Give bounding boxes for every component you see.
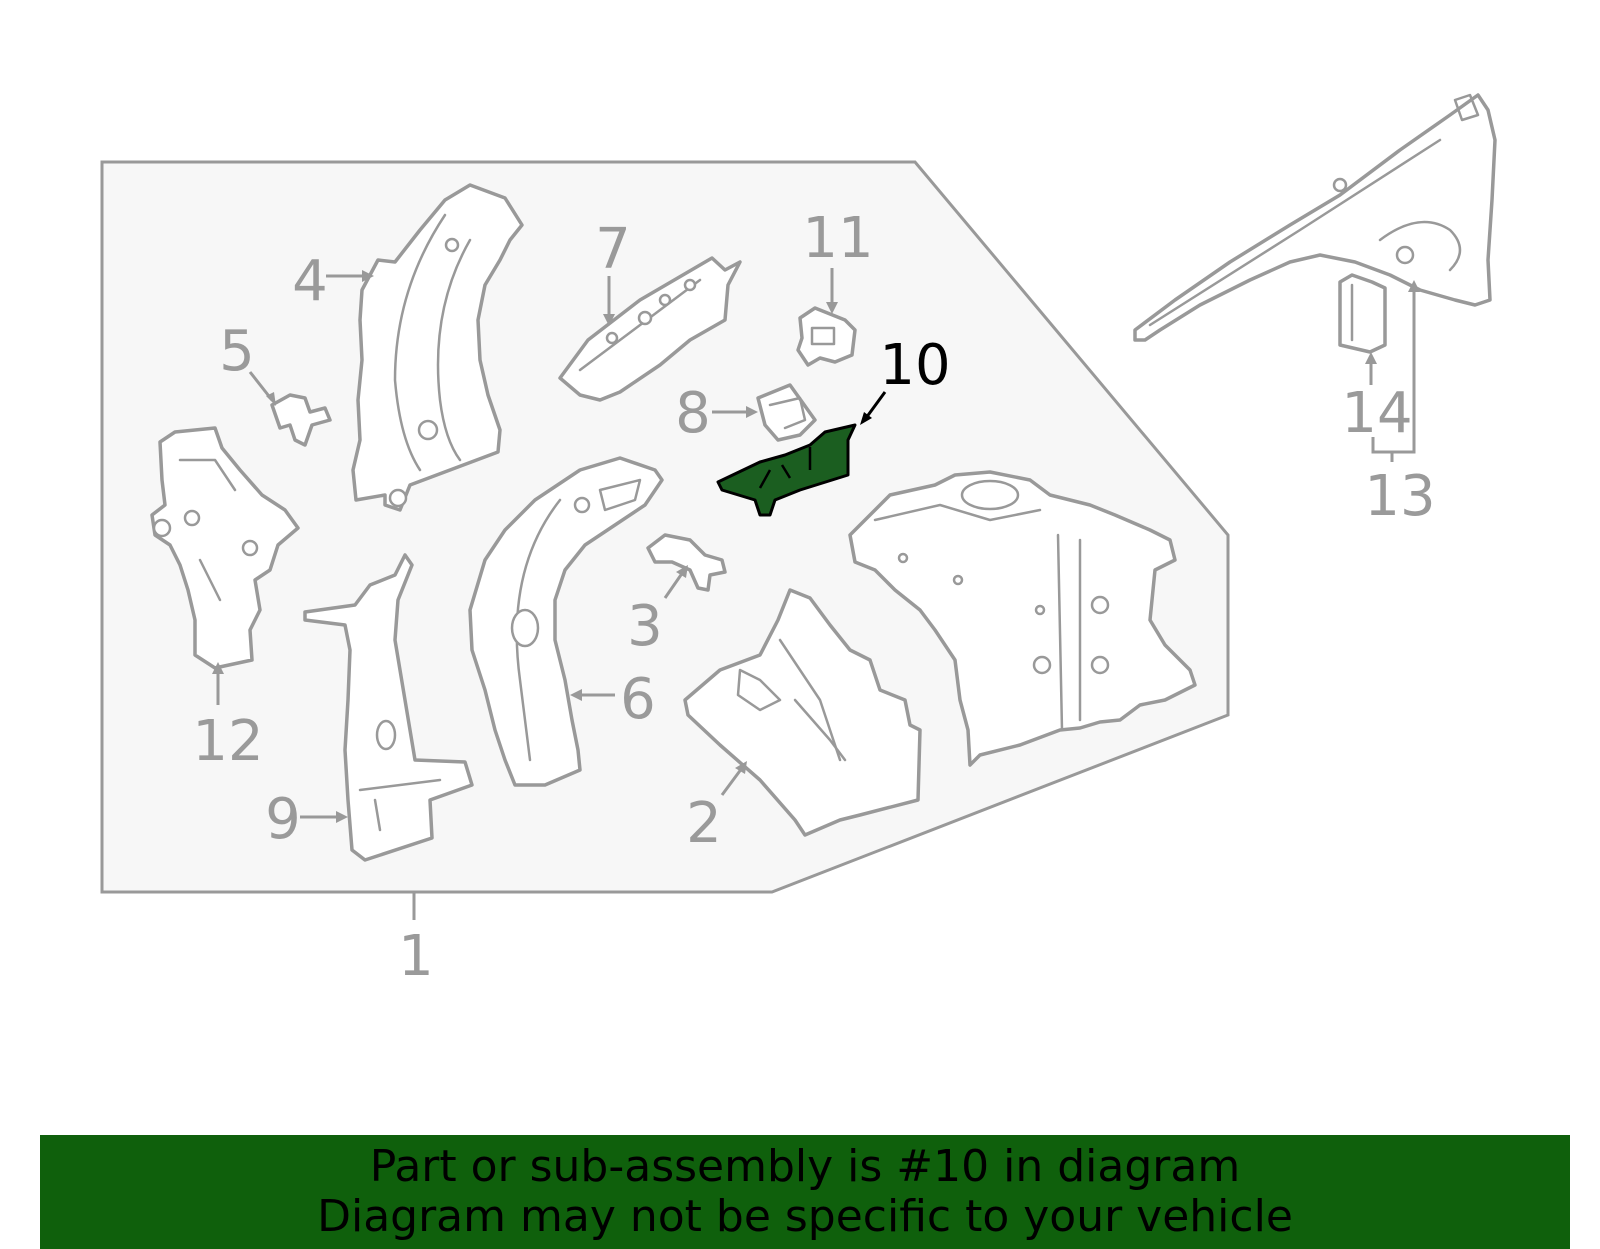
part-7-rail-bracket[interactable]: [558, 256, 742, 402]
callout-8[interactable]: 8: [675, 381, 711, 446]
callout-10[interactable]: 10: [879, 333, 950, 398]
part-10-highlighted-bracket[interactable]: [716, 423, 857, 517]
callout-5[interactable]: 5: [219, 319, 255, 384]
part-5-bracket[interactable]: [270, 393, 332, 447]
callout-2[interactable]: 2: [686, 791, 722, 856]
info-banner: Part or sub-assembly is #10 in diagram D…: [40, 1135, 1570, 1249]
part-9-pillar[interactable]: [303, 553, 474, 862]
part-8-plate[interactable]: [756, 383, 817, 442]
part-13-fender-rail[interactable]: [1133, 93, 1497, 342]
callout-6[interactable]: 6: [620, 667, 656, 732]
callout-11[interactable]: 11: [802, 206, 873, 271]
part-12-side-frame[interactable]: [150, 426, 300, 670]
part-6-inner-wheelhouse[interactable]: [468, 456, 664, 787]
part-2-lower-apron[interactable]: [683, 588, 922, 837]
callout-13[interactable]: 13: [1364, 464, 1435, 529]
leader-lines: [212, 268, 1420, 920]
part-14-bracket[interactable]: [1338, 273, 1387, 354]
banner-line-part: Part or sub-assembly is #10 in diagram: [369, 1141, 1241, 1192]
part-1-side-structure[interactable]: [848, 470, 1197, 767]
callout-labels: 1 2 3 4 5 6 7 8 9 10 11 12 13 14: [192, 206, 1435, 989]
callout-12[interactable]: 12: [192, 709, 263, 774]
part-3-clip[interactable]: [646, 533, 727, 592]
callout-4[interactable]: 4: [292, 249, 328, 314]
callout-3[interactable]: 3: [627, 594, 663, 659]
parts-diagram: 1 2 3 4 5 6 7 8 9 10 11 12 13 14: [100, 93, 1497, 989]
part-11-mount[interactable]: [796, 306, 857, 367]
banner-line-disclaimer: Diagram may not be specific to your vehi…: [317, 1191, 1293, 1242]
callout-1[interactable]: 1: [398, 924, 434, 989]
callout-9[interactable]: 9: [265, 787, 301, 852]
callout-14[interactable]: 14: [1341, 381, 1412, 446]
callout-7[interactable]: 7: [595, 217, 631, 282]
